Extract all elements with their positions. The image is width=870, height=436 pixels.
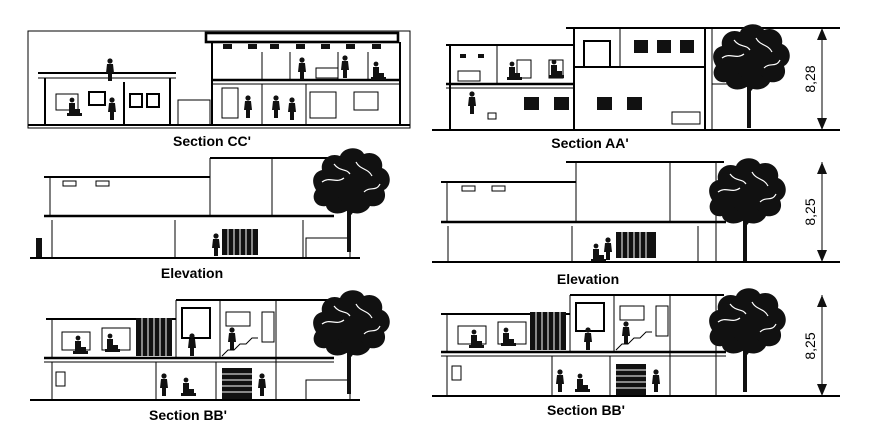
elevation-right-dimension: 8,25 xyxy=(802,198,818,225)
section-cc-label: Section CC' xyxy=(173,133,251,149)
elevation-right-drawing xyxy=(432,157,840,263)
section-aa-dimension: 8,28 xyxy=(802,65,818,92)
elevation-left-label: Elevation xyxy=(161,265,223,281)
elevation-left-drawing xyxy=(30,147,391,259)
elevation-right-label: Elevation xyxy=(557,271,619,287)
section-bb-right-drawing xyxy=(432,287,840,397)
section-aa-drawing xyxy=(432,23,840,131)
section-cc-drawing xyxy=(27,30,411,129)
section-aa-label: Section AA' xyxy=(551,135,629,151)
section-bb-right-dimension: 8,25 xyxy=(802,332,818,359)
section-bb-left-label: Section BB' xyxy=(149,407,227,423)
section-bb-right-label: Section BB' xyxy=(547,402,625,418)
section-bb-left-drawing xyxy=(30,289,391,401)
